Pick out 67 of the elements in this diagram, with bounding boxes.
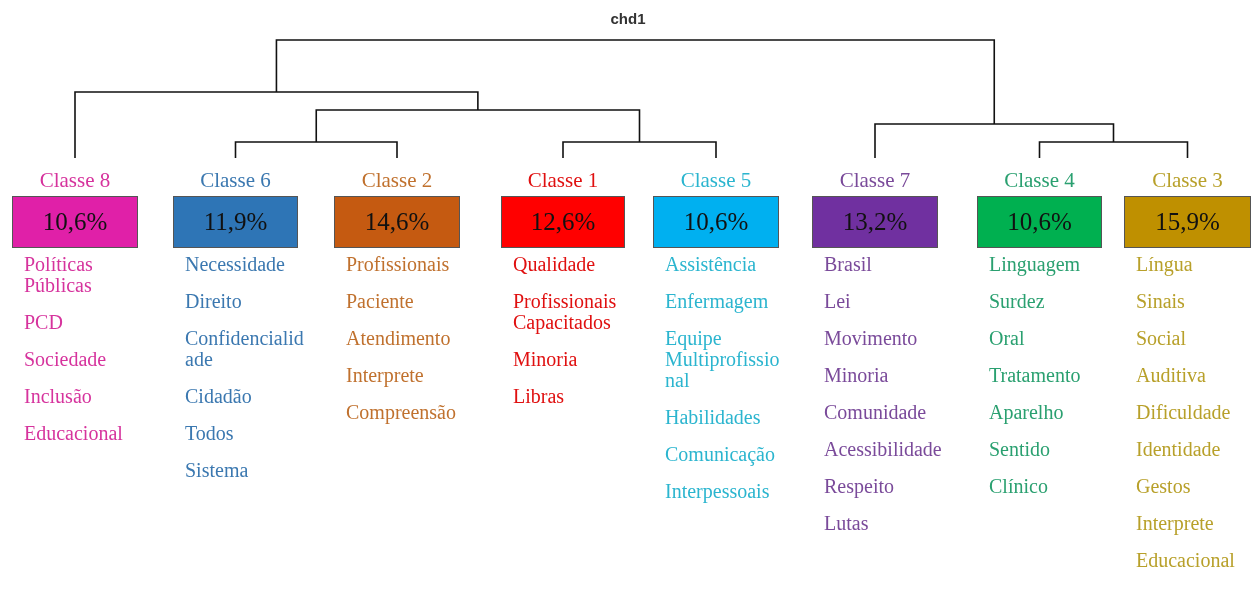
class-heading: Classe 5	[679, 167, 753, 194]
word-label: Auditiva	[1136, 365, 1206, 386]
word-label: Social	[1136, 328, 1186, 349]
percentage-box: 11,9%	[173, 196, 298, 248]
word-label: Dificuldade	[1136, 402, 1231, 423]
word-label: Profissionais	[346, 254, 450, 275]
percentage-box: 10,6%	[653, 196, 779, 248]
class-heading: Classe 2	[360, 167, 434, 194]
word-label: Políticas Públicas	[24, 254, 94, 296]
word-label: Direito	[185, 291, 242, 312]
word-label: Tratamento	[989, 365, 1081, 386]
dendrogram-title: chd1	[609, 10, 647, 27]
word-label: Oral	[989, 328, 1025, 349]
word-label: PCD	[24, 312, 63, 333]
word-label: Inclusão	[24, 386, 92, 407]
class-heading: Classe 1	[526, 167, 600, 194]
word-label: Necessidade	[185, 254, 285, 275]
word-label: Surdez	[989, 291, 1045, 312]
word-label: Profissionais Capacitados	[513, 291, 618, 333]
word-label: Lutas	[824, 513, 869, 534]
word-label: Cidadão	[185, 386, 252, 407]
word-label: Educacional	[1136, 550, 1235, 571]
word-label: Movimento	[824, 328, 918, 349]
word-label: Libras	[513, 386, 565, 407]
word-label: Língua	[1136, 254, 1193, 275]
word-label: Identidade	[1136, 439, 1221, 460]
word-label: Minoria	[513, 349, 578, 370]
word-label: Brasil	[824, 254, 872, 275]
word-label: Minoria	[824, 365, 889, 386]
word-label: Atendimento	[346, 328, 451, 349]
word-label: Qualidade	[513, 254, 596, 275]
word-label: Todos	[185, 423, 234, 444]
class-heading: Classe 8	[38, 167, 112, 194]
percentage-box: 10,6%	[977, 196, 1102, 248]
word-label: Equipe Multiprofissional	[665, 328, 781, 391]
word-label: Enfermagem	[665, 291, 769, 312]
word-label: Respeito	[824, 476, 894, 497]
percentage-box: 14,6%	[334, 196, 460, 248]
word-label: Sociedade	[24, 349, 107, 370]
word-label: Aparelho	[989, 402, 1064, 423]
word-label: Paciente	[346, 291, 414, 312]
percentage-box: 15,9%	[1124, 196, 1251, 248]
word-label: Educacional	[24, 423, 123, 444]
word-label: Sistema	[185, 460, 249, 481]
class-heading: Classe 4	[1003, 167, 1076, 194]
word-label: Sinais	[1136, 291, 1185, 312]
percentage-box: 13,2%	[812, 196, 938, 248]
word-label: Sentido	[989, 439, 1051, 460]
word-label: Clínico	[989, 476, 1048, 497]
word-label: Lei	[824, 291, 851, 312]
word-label: Habilidades	[665, 407, 761, 428]
word-label: Linguagem	[989, 254, 1081, 275]
word-label: Acessibilidade	[824, 439, 942, 460]
percentage-box: 12,6%	[501, 196, 625, 248]
word-label: Assistência	[665, 254, 757, 275]
word-label: Gestos	[1136, 476, 1191, 497]
word-label: Comunicação	[665, 444, 775, 465]
word-label: Interpessoais	[665, 481, 770, 502]
word-label: Compreensão	[346, 402, 456, 423]
class-heading: Classe 3	[1151, 167, 1224, 194]
word-label: Interprete	[1136, 513, 1214, 534]
word-label: Interprete	[346, 365, 424, 386]
word-label: Confidencialidade	[185, 328, 305, 370]
class-heading: Classe 6	[199, 167, 272, 194]
percentage-box: 10,6%	[12, 196, 138, 248]
class-heading: Classe 7	[838, 167, 912, 194]
word-label: Comunidade	[824, 402, 927, 423]
